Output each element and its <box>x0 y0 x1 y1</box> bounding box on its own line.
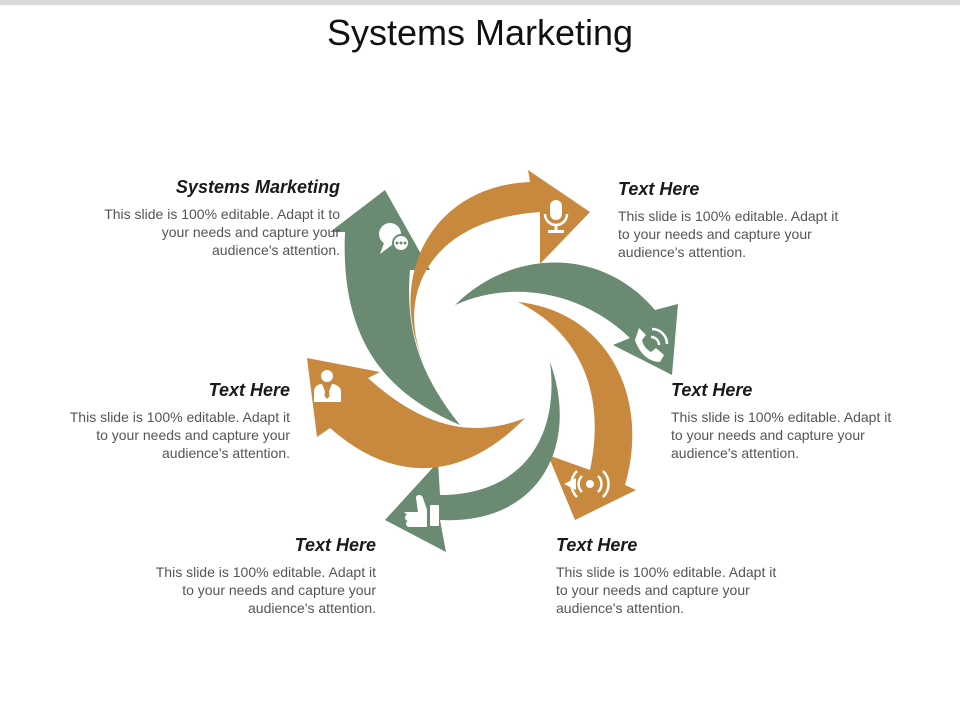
item-4-text: Text Here This slide is 100% editable. A… <box>556 535 786 618</box>
arrow-orange-bottom-right <box>518 302 636 520</box>
phone-ringing-icon <box>635 327 669 362</box>
arrow-green-bottom <box>385 362 560 552</box>
top-strip <box>0 0 960 5</box>
chat-bubbles-icon <box>379 223 410 254</box>
item-1-text: Systems Marketing This slide is 100% edi… <box>100 177 340 260</box>
businessman-icon <box>314 370 341 402</box>
item-6-heading: Text Here <box>208 380 290 400</box>
item-5-body: This slide is 100% editable. Adapt it to… <box>155 563 376 616</box>
arrow-green-top-left <box>330 190 460 425</box>
arrow-orange-left <box>307 358 525 469</box>
item-2-text: Text Here This slide is 100% editable. A… <box>618 179 848 262</box>
item-3-heading: Text Here <box>671 380 753 400</box>
item-5-text: Text Here This slide is 100% editable. A… <box>146 535 376 618</box>
item-3-text: Text Here This slide is 100% editable. A… <box>671 380 901 463</box>
arrow-green-right <box>455 262 678 375</box>
item-5-heading: Text Here <box>294 535 376 555</box>
item-3-body: This slide is 100% editable. Adapt it to… <box>671 408 892 461</box>
broadcast-speaker-icon <box>564 470 610 498</box>
item-4-body: This slide is 100% editable. Adapt it to… <box>556 563 777 616</box>
item-1-heading: Systems Marketing <box>175 177 340 197</box>
hand-icon <box>404 495 439 527</box>
item-6-body: This slide is 100% editable. Adapt it to… <box>69 408 290 461</box>
item-2-heading: Text Here <box>618 179 700 199</box>
item-4-heading: Text Here <box>556 535 638 555</box>
slide-title: Systems Marketing <box>326 12 634 53</box>
item-6-text: Text Here This slide is 100% editable. A… <box>60 380 290 463</box>
item-2-body: This slide is 100% editable. Adapt it to… <box>618 207 839 260</box>
microphone-icon <box>543 200 569 233</box>
item-1-body: This slide is 100% editable. Adapt it to… <box>104 205 340 258</box>
